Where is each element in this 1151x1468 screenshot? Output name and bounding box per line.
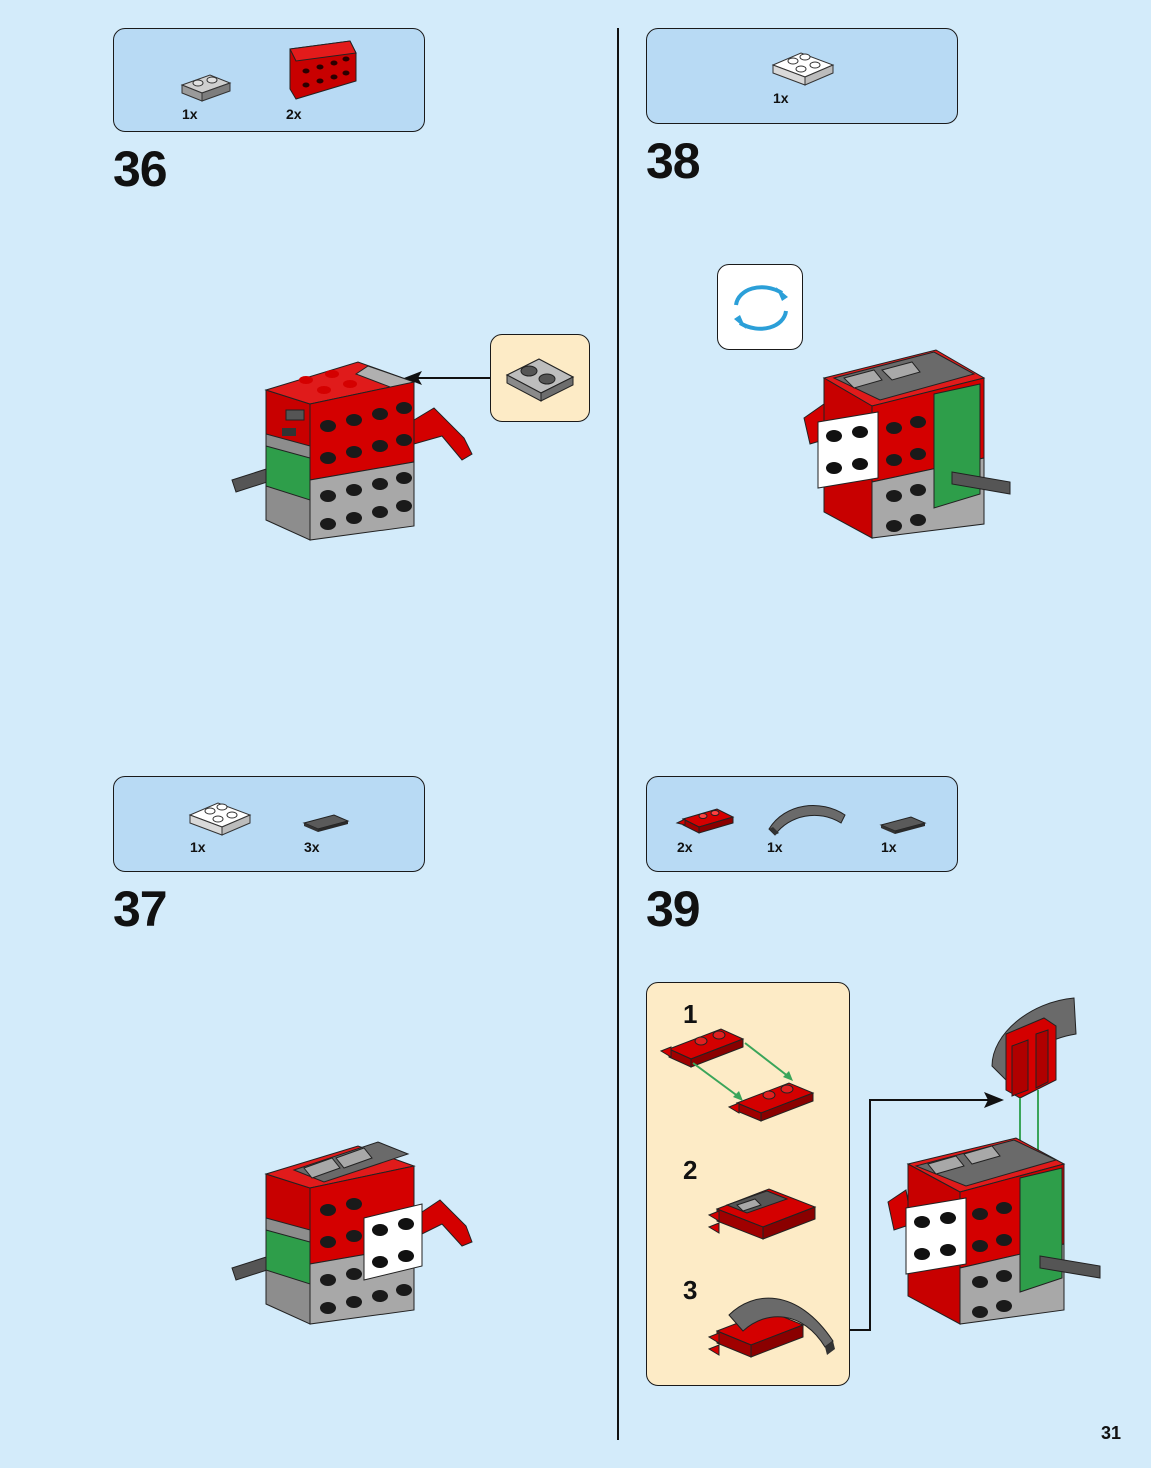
part-quantity: 1x xyxy=(773,90,789,106)
step-38-parts-box: 1x xyxy=(646,28,958,124)
step-38-model-illustration xyxy=(784,348,1020,544)
step-number: 37 xyxy=(113,880,167,938)
page-number: 31 xyxy=(1101,1423,1121,1444)
subassembly-3-illustration xyxy=(707,1285,837,1371)
subassembly-1-illustration xyxy=(661,1019,841,1131)
dark-gray-curved-slope-icon xyxy=(765,793,849,835)
column-divider xyxy=(617,28,619,1440)
part-quantity: 1x xyxy=(767,839,783,855)
step-37-model-illustration xyxy=(228,1134,478,1329)
step-36-parts-box: 1x 2x xyxy=(113,28,425,132)
part-quantity: 1x xyxy=(190,839,206,855)
part-quantity: 3x xyxy=(304,839,320,855)
dark-gray-grille-tile-icon xyxy=(879,815,927,835)
red-clip-plate-icon xyxy=(677,805,735,837)
substep-number: 3 xyxy=(683,1275,697,1306)
part-quantity: 2x xyxy=(286,106,302,122)
step-number: 39 xyxy=(646,880,700,938)
subassembly-2-illustration xyxy=(707,1179,817,1245)
step-number: 38 xyxy=(646,132,700,190)
callout-arrow xyxy=(404,368,496,388)
step-number: 36 xyxy=(113,140,167,198)
step-39-model-illustration xyxy=(880,994,1104,1330)
step-36-part-callout xyxy=(490,334,590,422)
rotate-model-icon xyxy=(726,275,796,341)
step-39-subassembly-callout: 1 2 3 xyxy=(646,982,850,1386)
white-plate-2x2-icon xyxy=(188,797,252,837)
part-quantity: 1x xyxy=(881,839,897,855)
gray-plate-1x2-icon xyxy=(180,71,232,103)
substep-number: 2 xyxy=(683,1155,697,1186)
white-plate-2x2-icon xyxy=(771,47,835,87)
step-37-parts-box: 1x 3x xyxy=(113,776,425,872)
rotate-model-indicator xyxy=(717,264,803,350)
step-39-parts-box: 2x 1x 1x xyxy=(646,776,958,872)
dark-gray-grille-tile-icon xyxy=(302,813,350,833)
gray-plate-1x2-icon xyxy=(505,353,575,403)
red-bracket-plate-icon xyxy=(284,39,364,105)
part-quantity: 2x xyxy=(677,839,693,855)
part-quantity: 1x xyxy=(182,106,198,122)
